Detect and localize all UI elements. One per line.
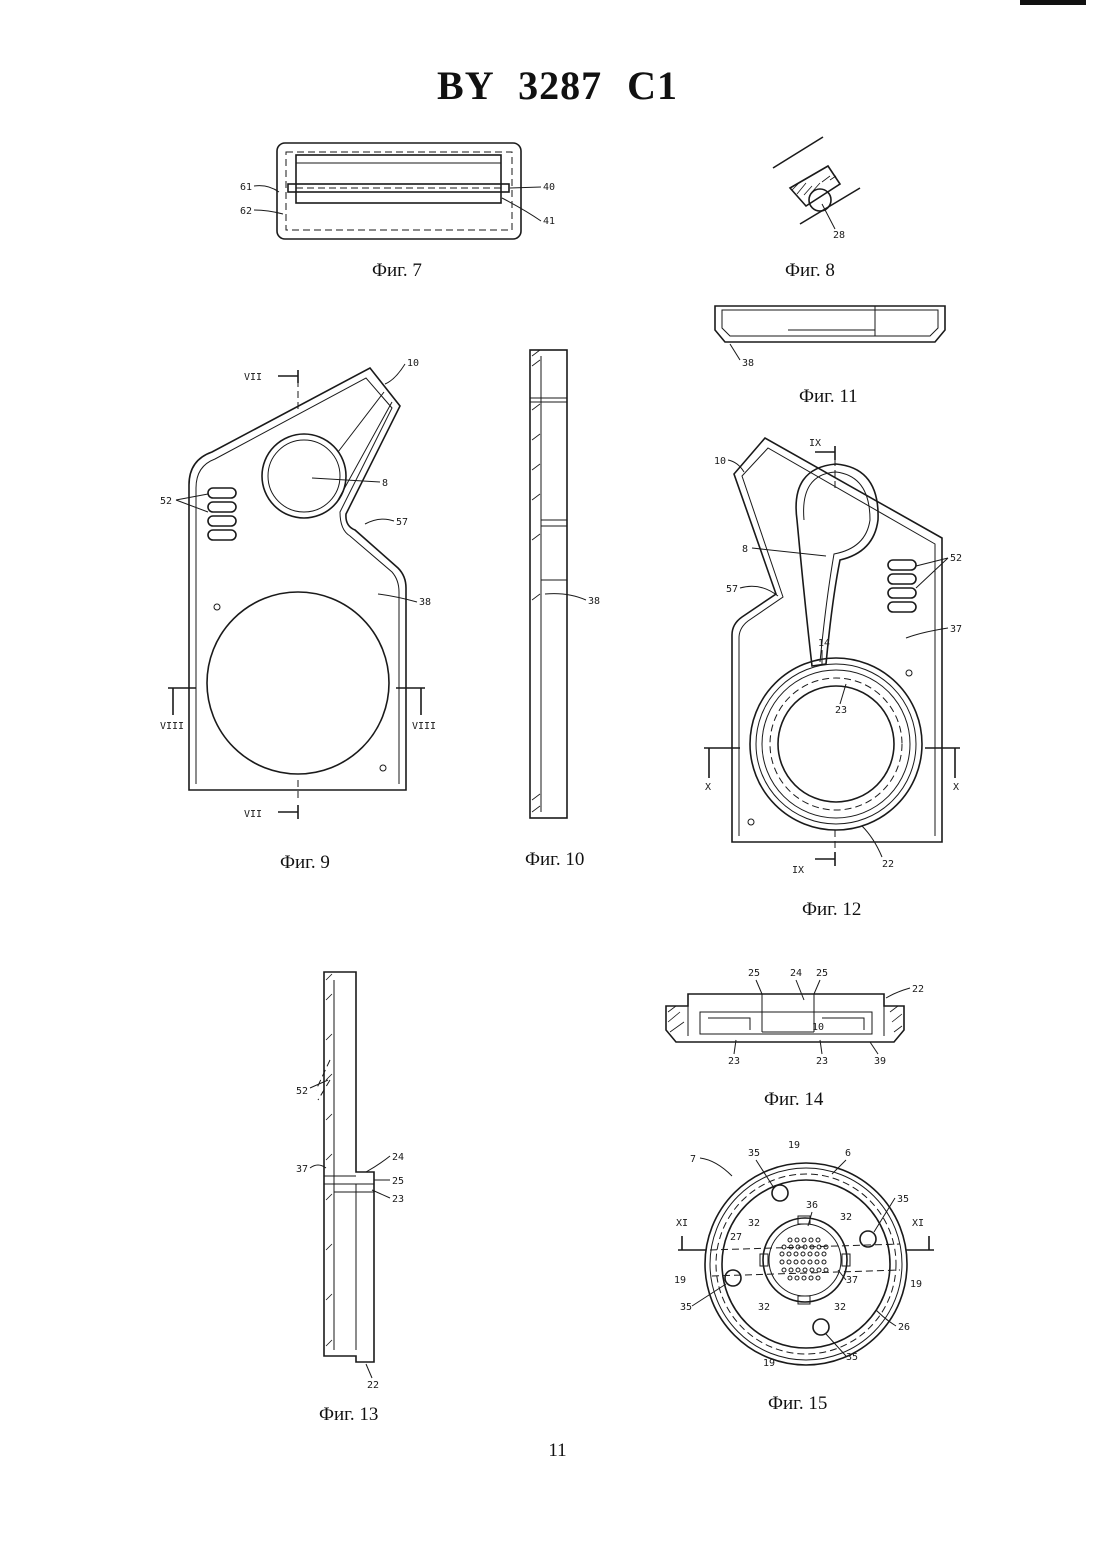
fig14-label-24: 24 xyxy=(790,968,802,979)
fig11-label-38: 38 xyxy=(742,358,754,369)
fig7-label-40: 40 xyxy=(543,182,555,193)
caption-fig-8: Фиг. 8 xyxy=(785,260,835,282)
figure-10-drawing: 38 xyxy=(530,350,600,818)
figure-8-drawing: 28 xyxy=(773,137,860,241)
fig12-label-8: 8 xyxy=(742,544,748,555)
fig9-label-57: 57 xyxy=(396,517,408,528)
fig7-label-61: 61 xyxy=(240,182,252,193)
caption-fig-10: Фиг. 10 xyxy=(525,849,584,871)
fig15-label-27: 27 xyxy=(730,1232,742,1243)
fig14-label-25-left: 25 xyxy=(748,968,760,979)
fig14-label-22: 22 xyxy=(912,984,924,995)
fig9-label-38: 38 xyxy=(419,597,431,608)
fig15-label-32-top-right: 32 xyxy=(840,1212,852,1223)
fig15-label-37: 37 xyxy=(846,1275,858,1286)
fig12-label-x-left: X xyxy=(705,782,711,793)
fig9-label-10: 10 xyxy=(407,358,419,369)
fig12-label-10: 10 xyxy=(714,456,726,467)
fig7-label-62: 62 xyxy=(240,206,252,217)
caption-fig-7: Фиг. 7 xyxy=(372,260,422,282)
fig14-label-10: 10 xyxy=(812,1022,824,1033)
fig15-label-32-bottom-left: 32 xyxy=(758,1302,770,1313)
caption-fig-9: Фиг. 9 xyxy=(280,852,330,874)
fig14-label-23-right: 23 xyxy=(816,1056,828,1067)
fig15-label-xi-right: XI xyxy=(912,1218,924,1229)
fig13-label-23: 23 xyxy=(392,1194,404,1205)
figure-13-drawing: 52 37 24 25 23 22 xyxy=(296,972,404,1391)
caption-fig-15: Фиг. 15 xyxy=(768,1393,827,1415)
fig15-label-7: 7 xyxy=(690,1154,696,1165)
fig13-label-24: 24 xyxy=(392,1152,404,1163)
fig10-label-38: 38 xyxy=(588,596,600,607)
fig9-label-52: 52 xyxy=(160,496,172,507)
fig12-label-ix-top: IX xyxy=(809,438,821,449)
fig15-label-6: 6 xyxy=(845,1148,851,1159)
fig9-label-8: 8 xyxy=(382,478,388,489)
fig12-label-37: 37 xyxy=(950,624,962,635)
fig12-label-57: 57 xyxy=(726,584,738,595)
figure-9-drawing: VII VII VIII VIII 10 8 52 57 38 xyxy=(160,358,436,820)
fig13-label-25: 25 xyxy=(392,1176,404,1187)
fig7-label-41: 41 xyxy=(543,216,555,227)
fig15-label-26: 26 xyxy=(898,1322,910,1333)
fig15-label-35-left: 35 xyxy=(680,1302,692,1313)
fig13-label-22: 22 xyxy=(367,1380,379,1391)
fig12-label-22: 22 xyxy=(882,859,894,870)
fig15-label-36: 36 xyxy=(806,1200,818,1211)
fig15-label-32-top-left: 32 xyxy=(748,1218,760,1229)
fig15-label-xi-left: XI xyxy=(676,1218,688,1229)
fig12-label-x-right: X xyxy=(953,782,959,793)
fig9-label-vii-top: VII xyxy=(244,372,262,383)
fig9-label-viii-right: VIII xyxy=(412,721,436,732)
page-number: 11 xyxy=(0,1440,1115,1462)
figure-14-drawing: 25 24 25 22 10 23 23 39 xyxy=(666,968,924,1067)
fig14-label-39: 39 xyxy=(874,1056,886,1067)
figure-7-drawing: 61 62 40 41 xyxy=(240,143,555,239)
caption-fig-12: Фиг. 12 xyxy=(802,899,861,921)
caption-fig-14: Фиг. 14 xyxy=(764,1089,823,1111)
fig8-label-28: 28 xyxy=(833,230,845,241)
figure-11-drawing: 38 xyxy=(715,306,945,369)
fig12-label-23: 23 xyxy=(835,705,847,716)
fig12-label-52: 52 xyxy=(950,553,962,564)
fig15-label-35-top: 35 xyxy=(748,1148,760,1159)
fig15-label-19-left: 19 xyxy=(674,1275,686,1286)
fig15-label-19-right: 19 xyxy=(910,1279,922,1290)
fig15-label-35-bottom: 35 xyxy=(846,1352,858,1363)
fig15-label-19-bottom: 19 xyxy=(763,1358,775,1369)
fig14-label-25-right: 25 xyxy=(816,968,828,979)
fig14-label-23-left: 23 xyxy=(728,1056,740,1067)
fig13-label-37: 37 xyxy=(296,1164,308,1175)
fig9-label-viii-left: VIII xyxy=(160,721,184,732)
pin-grid xyxy=(780,1238,828,1280)
caption-fig-11: Фиг. 11 xyxy=(799,386,858,408)
fig12-label-14: 14 xyxy=(818,638,830,649)
fig15-label-35-right: 35 xyxy=(897,1194,909,1205)
caption-fig-13: Фиг. 13 xyxy=(319,1404,378,1426)
figure-15-drawing: XI XI 7 35 19 6 35 36 32 32 27 19 37 19 … xyxy=(674,1140,934,1369)
fig15-label-19-top: 19 xyxy=(788,1140,800,1151)
fig15-label-32-bottom-right: 32 xyxy=(834,1302,846,1313)
fig12-label-ix-bottom: IX xyxy=(792,865,804,876)
fig13-label-52: 52 xyxy=(296,1086,308,1097)
fig9-label-vii-bottom: VII xyxy=(244,809,262,820)
figure-12-drawing: IX IX X X 10 8 52 57 37 14 23 22 xyxy=(704,438,962,876)
